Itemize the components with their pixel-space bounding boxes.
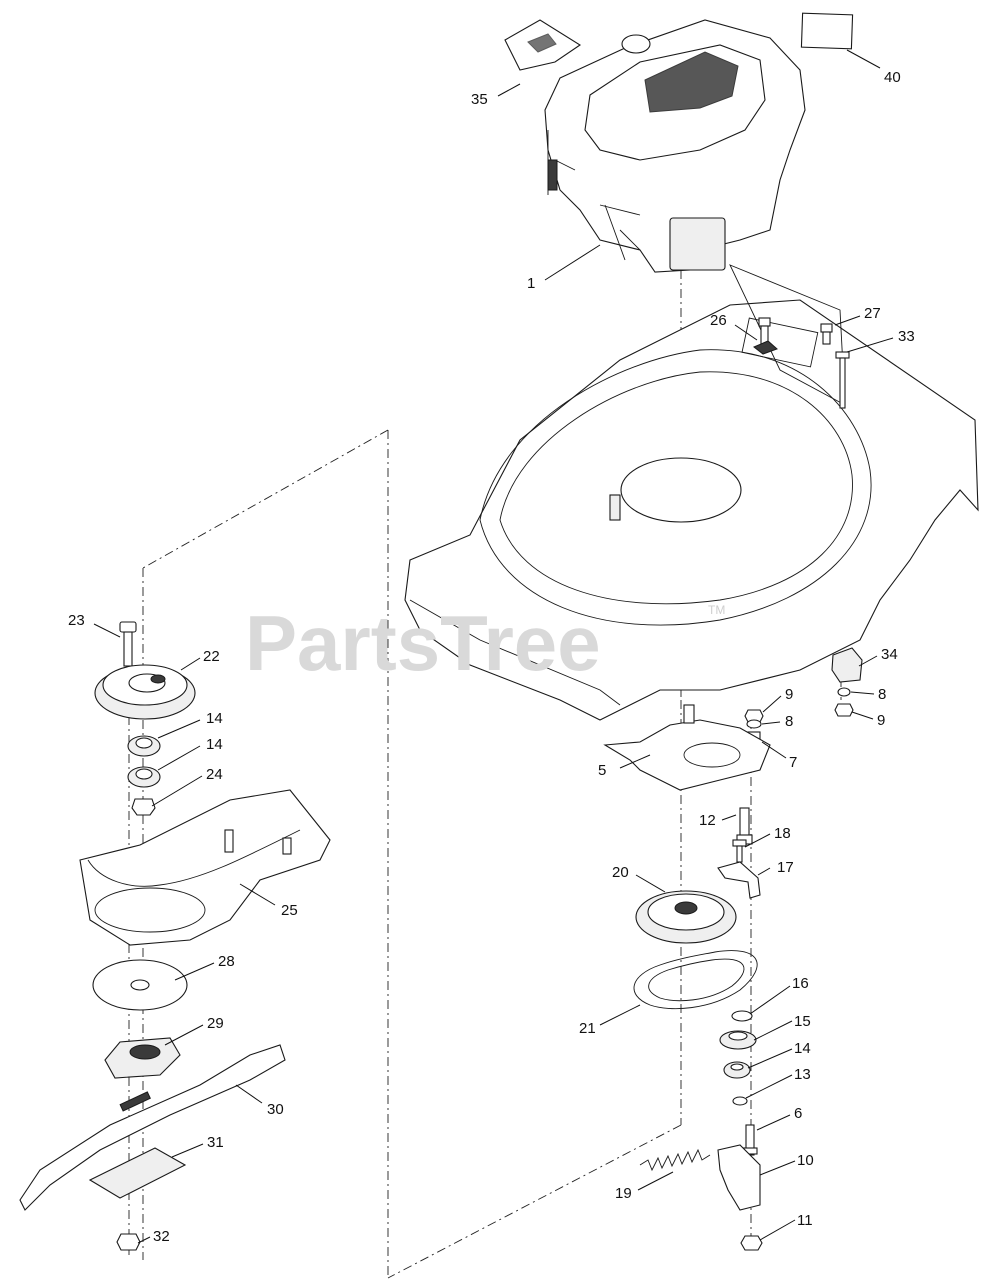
pulley-20 [635,890,737,944]
callout-40: 40 [884,69,901,86]
washer-8-right [837,687,851,697]
stiffener-31 [88,1147,187,1199]
callout-35: 35 [471,91,488,108]
belt-21 [633,950,758,1010]
callout-18: 18 [774,825,791,842]
callout-25: 25 [281,902,298,919]
callout-10: 10 [797,1152,814,1169]
callout-17: 17 [777,859,794,876]
callout-31: 31 [207,1134,224,1151]
callout-1: 1 [527,275,535,292]
callout-5: 5 [598,762,606,779]
bolt-23 [119,621,137,667]
bolt-27 [820,323,833,345]
callout-14-lower: 14 [206,736,223,753]
callout-13: 13 [794,1066,811,1083]
bolt-12 [736,807,753,845]
callout-14-upper: 14 [206,710,223,727]
callout-12: 12 [699,812,716,829]
bolt-26 [753,317,778,355]
adapter-disc-28 [92,959,188,1011]
mower-deck [404,264,979,721]
callout-32: 32 [153,1228,170,1245]
bracket-17 [717,861,761,899]
callout-33: 33 [898,328,915,345]
callout-20: 20 [612,864,629,881]
baffle-25 [79,789,331,946]
callout-labels: 35 40 1 26 27 33 23 22 14 14 24 25 28 29… [68,69,915,1245]
bolt-33 [835,351,850,409]
callout-19: 19 [615,1185,632,1202]
bearing-14-right [723,1061,751,1079]
callout-9-stack: 9 [785,686,793,703]
decal-40 [800,12,854,50]
engine-assembly [544,19,806,273]
callout-7: 7 [789,754,797,771]
watermark-text: PartsTree [245,599,601,687]
pin-18 [732,839,747,863]
nut-24 [131,798,156,816]
callout-34: 34 [881,646,898,663]
washer-8-stack [746,719,762,729]
bracket-10 [717,1144,761,1211]
bearing-14-lower [127,766,161,788]
nut-11 [740,1235,763,1251]
callout-6: 6 [794,1105,802,1122]
bumper-34 [831,647,863,683]
callout-28: 28 [218,953,235,970]
spring-19 [639,1148,711,1172]
callout-15: 15 [794,1013,811,1030]
callout-23: 23 [68,612,85,629]
callout-21: 21 [579,1020,596,1037]
pulley-22 [94,664,196,720]
callout-8-stack: 8 [785,713,793,730]
nut-32 [116,1233,141,1251]
callout-30: 30 [267,1101,284,1118]
blade-30 [19,1044,286,1211]
callout-22: 22 [203,648,220,665]
washer-16 [731,1010,753,1022]
blade-adapter-29 [104,1037,181,1079]
callout-14-right: 14 [794,1040,811,1057]
callout-9-right: 9 [877,712,885,729]
nut-9-right [834,703,854,717]
callout-11: 11 [797,1212,813,1229]
bearing-14-upper [127,735,161,757]
ring-13 [732,1096,748,1106]
callout-26: 26 [710,312,727,329]
callout-8-right: 8 [878,686,886,703]
hub-15 [719,1030,757,1050]
callout-27: 27 [864,305,881,322]
callout-29: 29 [207,1015,224,1032]
callout-16: 16 [792,975,809,992]
callout-24: 24 [206,766,223,783]
bracket-5 [603,704,771,791]
leader-lines [93,49,894,1244]
watermark-trademark: TM [708,603,725,617]
